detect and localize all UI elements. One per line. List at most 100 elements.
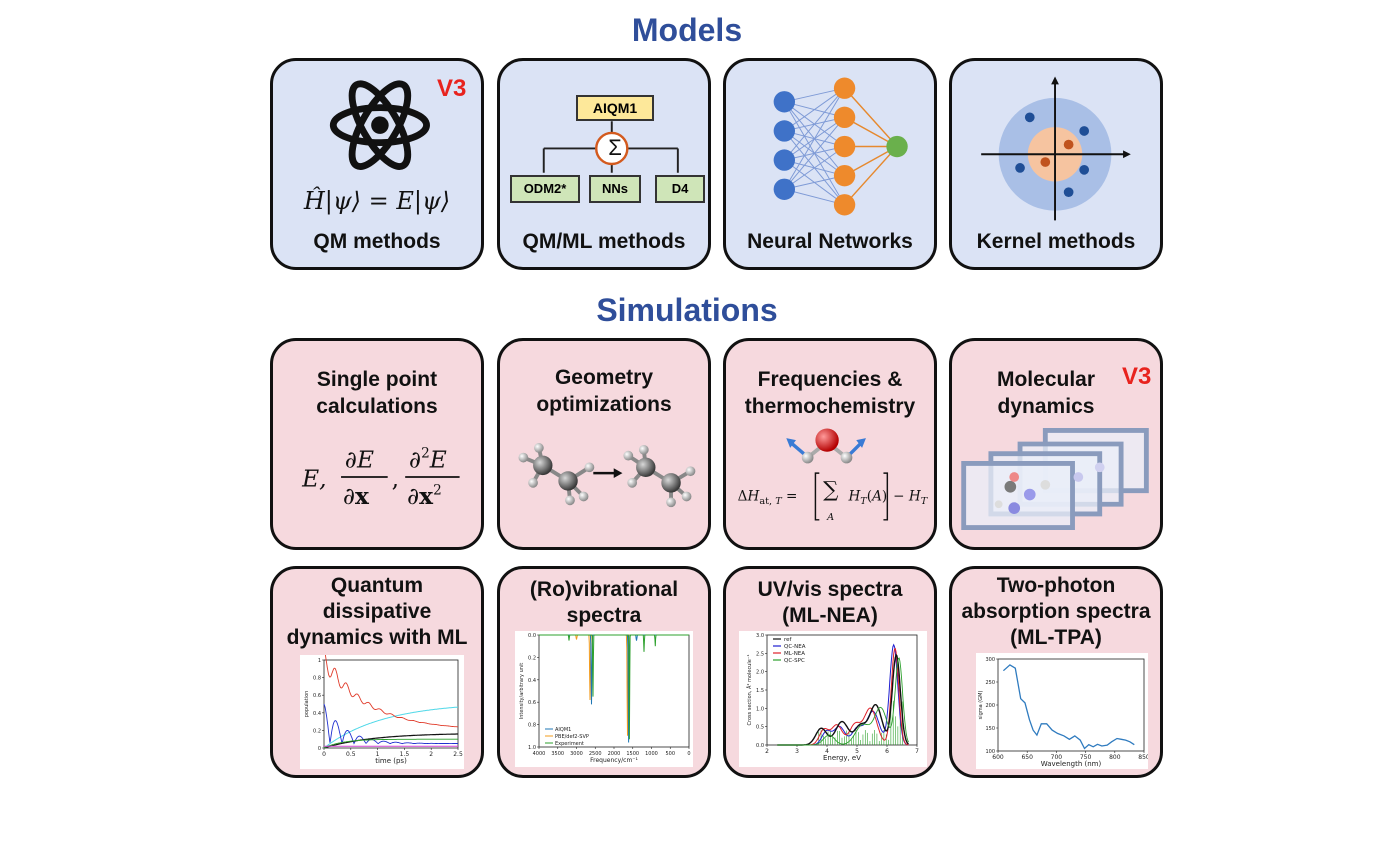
x-tick-label: 2 bbox=[765, 748, 769, 755]
x-tick-label: 1.5 bbox=[400, 751, 410, 758]
y-tick-label: 2.5 bbox=[756, 651, 764, 657]
card-molecular-dynamics[interactable]: Molecular dynamics V3 bbox=[949, 338, 1163, 550]
x-tick-label: 6 bbox=[885, 748, 889, 755]
x-tick-label: 3000 bbox=[570, 751, 583, 757]
tpa-spectrum-chart: 600650700750800850100150200250300Wavelen… bbox=[976, 653, 1148, 769]
nn-output-node bbox=[886, 135, 908, 158]
card-frequencies-thermochemistry[interactable]: Frequencies & thermochemistry ΔHat, T = … bbox=[723, 338, 937, 550]
sim-label-line: UV/vis spectra bbox=[757, 578, 903, 601]
y-tick-label: 0.2 bbox=[528, 655, 536, 661]
y-tick-label: 0.0 bbox=[756, 743, 764, 749]
sim-label-line: absorption spectra bbox=[961, 600, 1151, 623]
svg-text:∑: ∑ bbox=[823, 477, 838, 502]
y-tick-label: 0.5 bbox=[756, 725, 764, 731]
nn-input-node bbox=[773, 178, 796, 200]
series-line bbox=[324, 655, 458, 728]
nns-box: NNs bbox=[589, 175, 641, 203]
card-geometry-optimizations[interactable]: Geometry optimizations bbox=[497, 338, 711, 550]
nn-hidden-node bbox=[833, 106, 856, 129]
atom-icon bbox=[329, 80, 430, 170]
sim-label-line: dissipative bbox=[322, 600, 432, 623]
x-tick-label: 850 bbox=[1138, 754, 1148, 761]
odm2-box: ODM2* bbox=[510, 175, 580, 203]
legend-label: PBE/def2-SVP bbox=[555, 734, 589, 740]
nn-edge bbox=[784, 146, 845, 190]
nn-edge bbox=[784, 87, 845, 132]
sim-label-line: calculations bbox=[316, 395, 438, 418]
derivatives-formula: E, ∂E ∂x , ∂2E ∂x2 bbox=[301, 446, 460, 511]
y-tick-label: 0.6 bbox=[313, 693, 321, 699]
d4-box: D4 bbox=[655, 175, 705, 203]
x-tick-label: 700 bbox=[1051, 754, 1063, 761]
sim-label-line: thermochemistry bbox=[744, 395, 916, 418]
x-tick-label: 1500 bbox=[626, 751, 639, 757]
nn-hidden-node bbox=[833, 77, 856, 99]
x-tick-label: 2000 bbox=[608, 751, 621, 757]
y-tick-label: 0.2 bbox=[313, 728, 321, 734]
x-tick-label: 5 bbox=[855, 748, 859, 755]
x-tick-label: 600 bbox=[992, 754, 1004, 761]
sim-label-line: (Ro)vibrational bbox=[529, 578, 679, 601]
x-tick-label: 1 bbox=[376, 751, 380, 758]
svg-text:E,: E, bbox=[301, 466, 326, 493]
y-tick-label: 3.0 bbox=[756, 633, 764, 639]
nn-hidden-node bbox=[833, 135, 856, 158]
y-tick-label: 0 bbox=[318, 746, 321, 752]
series-line bbox=[323, 733, 458, 749]
sim-label-line: Geometry bbox=[554, 366, 654, 389]
x-axis-label: Frequency/cm⁻¹ bbox=[590, 757, 638, 764]
card-kernel-methods[interactable]: Kernel methods bbox=[949, 58, 1163, 270]
series-line bbox=[323, 706, 458, 749]
y-tick-label: 2.0 bbox=[756, 670, 764, 676]
series-line bbox=[777, 657, 909, 746]
card-neural-networks[interactable]: Neural Networks bbox=[723, 58, 937, 270]
water-vibration-formula: ΔHat, T = ∑ A HT(A) − HT bbox=[738, 428, 929, 523]
x-tick-label: 2500 bbox=[589, 751, 602, 757]
model-label: QM/ML methods bbox=[522, 230, 686, 253]
card-qm-ml-methods[interactable]: AIQM1 Σ ODM2* NNs D4 QM/ML methods bbox=[497, 58, 711, 270]
sim-label-line: Two-photon bbox=[996, 574, 1116, 597]
neural-network-icon bbox=[773, 77, 908, 216]
legend-label: QC-NEA bbox=[784, 644, 806, 650]
x-tick-label: 0 bbox=[687, 751, 690, 757]
x-tick-label: 2 bbox=[429, 751, 433, 758]
y-tick-label: 1.5 bbox=[756, 688, 764, 694]
y-axis-label: Intensity/arbitrary unit bbox=[519, 663, 525, 720]
svg-text:− HT: − HT bbox=[893, 488, 929, 507]
models-heading: Models bbox=[631, 12, 743, 48]
nn-hidden-node bbox=[833, 164, 856, 187]
y-tick-label: 0.8 bbox=[528, 723, 536, 729]
sim-label-line: optimizations bbox=[536, 393, 672, 416]
y-tick-label: 250 bbox=[985, 680, 995, 686]
nn-input-node bbox=[773, 91, 796, 113]
model-label: Kernel methods bbox=[976, 230, 1136, 253]
card-two-photon-absorption[interactable]: Two-photon absorption spectra (ML-TPA) 6… bbox=[949, 566, 1163, 778]
x-tick-label: 0 bbox=[322, 751, 326, 758]
y-tick-label: 1.0 bbox=[756, 706, 764, 712]
y-axis-label: Cross section, Å² molecule⁻¹ bbox=[746, 655, 753, 726]
sim-label-line: (ML-TPA) bbox=[1010, 626, 1102, 649]
legend-label: ref bbox=[784, 637, 793, 643]
card-qm-methods[interactable]: V3 Ĥ|ψ⟩ = E|ψ⟩ QM methods bbox=[270, 58, 484, 270]
y-tick-label: 0.4 bbox=[528, 678, 536, 684]
svg-text:,: , bbox=[392, 466, 399, 493]
svg-text:∂x2: ∂x2 bbox=[407, 483, 442, 511]
y-tick-label: 0.8 bbox=[313, 676, 321, 682]
sim-label-line: Quantum bbox=[330, 574, 424, 597]
nn-edge bbox=[844, 146, 898, 206]
svg-text:∂2E: ∂2E bbox=[409, 446, 447, 474]
aiqm1-box: AIQM1 bbox=[576, 95, 654, 121]
x-axis-label: time (ps) bbox=[375, 757, 407, 765]
series-line bbox=[1002, 664, 1135, 750]
x-tick-label: 650 bbox=[1021, 754, 1033, 761]
card-single-point[interactable]: Single point calculations E, ∂E ∂x , ∂2E… bbox=[270, 338, 484, 550]
md-frames-icon bbox=[961, 427, 1149, 530]
nn-hidden-node bbox=[833, 194, 856, 216]
sim-label-line: Single point bbox=[316, 368, 438, 391]
y-tick-label: 0.4 bbox=[313, 711, 321, 717]
model-label: Neural Networks bbox=[747, 230, 913, 253]
